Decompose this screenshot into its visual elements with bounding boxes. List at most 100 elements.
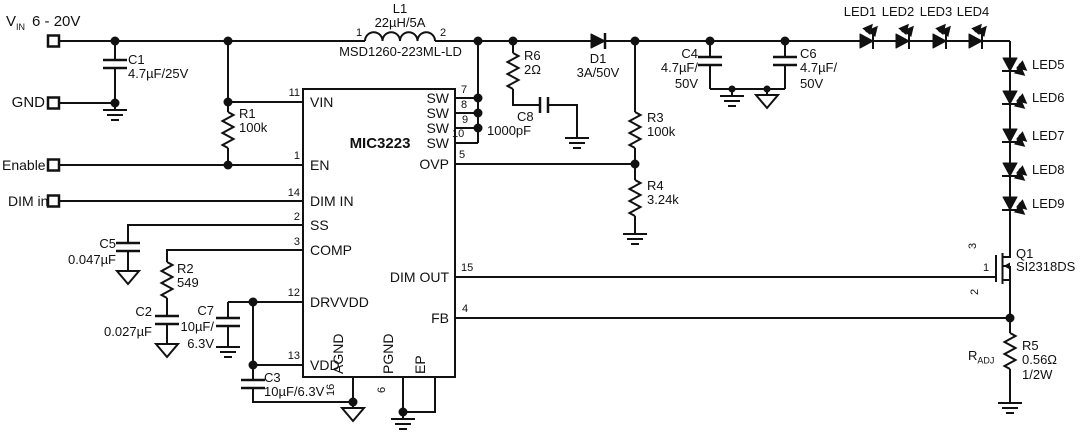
l1-pin1-number: 1 xyxy=(356,27,363,39)
q1-pin-drain-number: 3 xyxy=(967,242,979,249)
l1-part-number: MSD1260-223ML-LD xyxy=(339,44,462,59)
c1-capacitor-symbol xyxy=(101,58,129,70)
c3-value: 10µF/6.3V xyxy=(264,384,325,399)
l1-inductor-symbol xyxy=(364,31,436,42)
led3-symbol xyxy=(933,26,949,49)
led7-symbol xyxy=(1002,129,1025,145)
c4-capacitor-symbol xyxy=(696,55,724,67)
r3-ref: R3 xyxy=(647,110,664,125)
radj-label: RADJ xyxy=(968,348,994,369)
ic-pin-fb-label: FB xyxy=(431,310,449,326)
ic-pin-4-number: 4 xyxy=(462,303,469,315)
led1-symbol xyxy=(860,26,876,49)
c8-value: 1000pF xyxy=(487,123,532,138)
ic-pin-vin-label: VIN xyxy=(310,94,334,110)
ic-pin-3-number: 3 xyxy=(293,236,300,248)
r6-ref: R6 xyxy=(524,48,541,63)
r2-ref: R2 xyxy=(177,261,194,276)
c6-capacitor-symbol xyxy=(771,55,799,67)
led5-symbol xyxy=(1002,58,1025,74)
r3-value: 100k xyxy=(647,124,676,139)
r2-resistor-symbol xyxy=(160,261,174,299)
ground-symbol xyxy=(997,395,1023,414)
c5-value: 0.047µF xyxy=(68,252,116,267)
ic-pin-pgnd-label: PGND xyxy=(380,333,396,374)
r5-value: 0.56Ω xyxy=(1022,352,1058,367)
ic-pin-agnd-label: AGND xyxy=(330,333,346,374)
d1-diode-symbol xyxy=(590,33,607,49)
junction-dots xyxy=(110,36,1015,417)
c2-ref: C2 xyxy=(135,304,152,319)
r2-value: 549 xyxy=(177,275,199,290)
r6-value: 2Ω xyxy=(524,62,541,77)
c4-ref: C4 xyxy=(681,46,698,61)
dim-in-terminal xyxy=(46,194,61,208)
vin-label-sub: IN xyxy=(16,22,26,32)
ic-pin-ss-label: SS xyxy=(310,217,329,233)
r1-resistor-symbol xyxy=(221,111,235,149)
c3-capacitor-symbol xyxy=(239,378,267,390)
r5-power: 1/2W xyxy=(1022,367,1053,382)
ic-pin-10-number: 10 xyxy=(452,128,465,140)
c7-ref: C7 xyxy=(197,303,214,318)
l1-value: 22µH/5A xyxy=(374,15,426,30)
ic-pin-14-number: 14 xyxy=(287,187,300,199)
c4-value-line2: 50V xyxy=(674,76,698,91)
ic-pin-drvvdd-label: DRVVDD xyxy=(310,294,369,310)
dim-in-terminal-label: DIM in xyxy=(8,193,49,209)
r5-resistor-symbol xyxy=(1003,332,1017,370)
ic-pin-ep-label: EP xyxy=(412,355,428,374)
ground-symbol xyxy=(622,226,648,245)
q1-ref: Q1 xyxy=(1016,246,1034,261)
r1-value: 100k xyxy=(239,120,268,135)
led4-label: LED4 xyxy=(956,4,990,19)
ground-symbol xyxy=(215,339,241,358)
r4-value: 3.24k xyxy=(647,192,679,207)
q1-mosfet-symbol xyxy=(995,253,1011,318)
c7-capacitor-symbol xyxy=(214,316,242,328)
ic-pin-16-number: 16 xyxy=(325,383,337,396)
c3-ref: C3 xyxy=(264,370,281,385)
r5-ref: R5 xyxy=(1022,338,1039,353)
ic-pin-11-number: 11 xyxy=(288,87,300,99)
vin-range-label: 6 - 20V xyxy=(32,13,81,30)
ic-pin-ovp-label: OVP xyxy=(419,156,449,172)
q1-pin-gate-number: 1 xyxy=(983,262,990,274)
c6-ref: C6 xyxy=(800,46,817,61)
ground-symbol xyxy=(564,130,590,149)
ic-pin-8-number: 8 xyxy=(461,99,468,111)
led5-label: LED5 xyxy=(1032,57,1065,72)
ic-pin-sw1-label: SW xyxy=(426,90,449,106)
ic-pin-sw3-label: SW xyxy=(426,120,449,136)
q1-pin-source-number: 2 xyxy=(969,288,981,295)
led8-symbol xyxy=(1002,163,1025,179)
c1-value: 4.7µF/25V xyxy=(128,66,189,81)
r3-resistor-symbol xyxy=(628,111,642,149)
d1-ref: D1 xyxy=(589,51,607,66)
led9-symbol xyxy=(1002,197,1025,213)
ic-pin-2-number: 2 xyxy=(293,211,300,223)
led2-symbol xyxy=(896,26,912,49)
ic-pin-comp-label: COMP xyxy=(310,242,352,258)
c7-value-line1: 10µF/ xyxy=(180,319,214,334)
ic-pin-9-number: 9 xyxy=(462,114,469,126)
c1-ref: C1 xyxy=(128,52,145,67)
c8-ref: C8 xyxy=(517,109,534,124)
r6-resistor-symbol xyxy=(506,52,520,90)
enable-terminal-label: Enable xyxy=(2,157,46,173)
c5-capacitor-symbol xyxy=(114,241,142,253)
c4-value-line1: 4.7µF/ xyxy=(660,60,698,75)
l1-ref: L1 xyxy=(392,1,408,16)
led2-label: LED2 xyxy=(881,4,915,19)
input-terminals xyxy=(46,34,61,208)
analog-ground-symbol xyxy=(116,264,140,285)
led9-label: LED9 xyxy=(1032,196,1065,211)
ic-pin-1-number: 1 xyxy=(293,150,300,162)
led6-label: LED6 xyxy=(1032,90,1065,105)
r4-ref: R4 xyxy=(647,178,664,193)
ic-pin-dimout-label: DIM OUT xyxy=(389,269,449,285)
ic-name: MIC3223 xyxy=(349,135,411,152)
l1-pin2-number: 2 xyxy=(440,27,447,39)
